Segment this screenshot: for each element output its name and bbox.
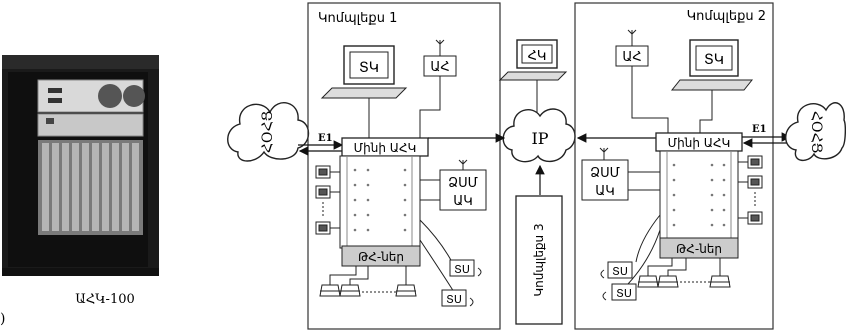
complex1-su-label-1: ՏՍ [454,263,470,276]
complex2-frame [574,2,774,330]
ip-label: IP [531,129,548,148]
complex1-frame [307,2,501,330]
e1-label-right: E1 [752,124,767,135]
complex1-su-boxes [419,219,482,307]
complex2-phones [738,155,763,225]
complex2-radio [615,29,669,138]
complex3-label: Կոմպլեքս 3 [532,223,546,296]
ip-cloud [502,108,576,163]
complex2-su-boxes [600,214,661,301]
complex1-controller-label: Մինի ԱՀԿ [354,141,417,155]
complex2-radio-label: ԱՀ [622,50,641,65]
complex1-trunk-label: ԹՀ-ներ [358,250,404,264]
corner-mark: ) [0,311,5,327]
cloud-right [785,102,846,161]
complex2-controller [655,132,743,259]
complex2-zsm-line1: ՁՍՄ [590,166,620,181]
cloud-right-label: ՀՕՀՑ [808,111,824,153]
complex1-zsm [420,159,487,211]
complex1-radio [419,39,457,138]
equipment-cabinet [2,55,159,276]
complex1-terminals [319,266,417,297]
complex2-su-label-2: ՏՍ [616,287,632,300]
complex1-zsm-line2: ԱԿ [453,194,472,209]
complex1-su-label-2: ՏՍ [446,293,462,306]
complex2-pc-label: ՏԿ [704,52,724,68]
complex2-su-label-1: ՏՍ [612,265,628,278]
complex1-phones [315,165,340,235]
complex2-title: Կոմպլեքս 2 [687,9,766,24]
e1-label-left: E1 [318,133,333,144]
complex2-terminals [637,258,731,288]
complex2-zsm [581,147,660,201]
cloud-left-label: ՀՕՀՑ [260,111,276,153]
cabinet-caption: ԱՀԿ-100 [75,292,135,307]
complex3-box [515,195,563,325]
complex2-controller-label: Մինի ԱՀԿ [668,136,731,150]
complex1-controller [339,137,429,267]
center-pc [498,39,568,118]
complex1-radio-label: ԱՀ [430,60,449,75]
complex2-zsm-line2: ԱԿ [595,184,614,199]
center-pc-label: ՀԿ [528,49,547,64]
complex1-pc [320,45,408,138]
complex2-pc [670,39,754,138]
complex1-title: Կոմպլեքս 1 [318,11,397,26]
complex1-pc-label: ՏԿ [359,60,379,76]
complex1-zsm-line1: ՁՍՄ [448,176,478,191]
cloud-left [227,102,310,162]
complex2-trunk-label: ԹՀ-ներ [676,242,722,256]
